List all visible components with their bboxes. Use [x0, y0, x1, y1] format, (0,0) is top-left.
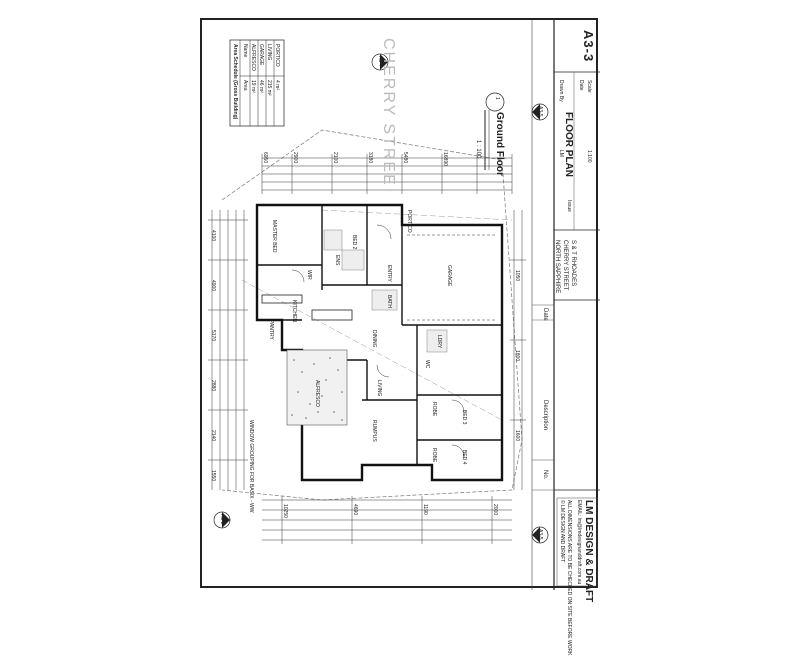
room-label: RUMPUS [371, 420, 377, 442]
dim-bottom: 2000 [492, 504, 498, 516]
room-label: BED 2 [351, 235, 357, 250]
issue-label: Issue [566, 200, 572, 212]
drawn-label: Drawn By [558, 80, 564, 102]
dim-left: 2140 [210, 430, 216, 442]
plan-title: Ground Floor [494, 112, 505, 176]
room-label: WC [424, 360, 430, 369]
area-schedule-row-area: 215 m² [266, 80, 272, 96]
room-label: DINING [371, 330, 377, 348]
dim-top: 3180 [367, 152, 373, 164]
room-label: LIVING [376, 380, 382, 397]
section-ref-1: A3-4 [377, 56, 383, 67]
room-label: PANTRY [268, 320, 274, 340]
sheet-number: A3-3 [581, 30, 596, 63]
section-ref-2: A3-5 [537, 106, 543, 117]
room-label: WIR [306, 270, 312, 280]
area-schedule-row-area: 19 m² [250, 80, 256, 93]
alfresco-texture [291, 357, 343, 421]
site-suburb: NORTH SAPPHIRE [554, 240, 560, 294]
section-ref-4: A3-5 [537, 529, 543, 540]
room-label: ALFRESCO [314, 380, 320, 407]
dim-top: 5480 [402, 152, 408, 164]
dim-left: 4100 [210, 230, 216, 242]
dim-left: 1550 [210, 470, 216, 482]
room-label: BED 3 [461, 410, 467, 425]
revision-col-description: Description [542, 400, 548, 431]
dim-bottom: 4690 [352, 504, 358, 516]
room-label: BED 4 [461, 450, 467, 465]
room-label: ENS [334, 255, 340, 266]
company-email: EMAIL: lm@lmdesignanddraft.com.au [576, 500, 582, 585]
plan-title-number: 1 [494, 97, 500, 100]
site-street: CHERRY STREET [562, 240, 568, 291]
dim-right: 1050 [514, 270, 520, 282]
dim-top: 2900 [292, 152, 298, 164]
room-label: LDRY [436, 335, 442, 349]
dim-left: 5170 [210, 330, 216, 342]
area-schedule-row-name: ALFRESCO [250, 44, 256, 71]
room-label: ENTRY [386, 265, 392, 282]
dim-bottom: 10250 [282, 504, 288, 518]
floor-plan-drawing [208, 20, 600, 590]
scale-label: Scale [586, 80, 592, 93]
window-note: WINDOW GROUPING FOR BASIX - WW [248, 420, 254, 513]
area-schedule-row-name: GARAGE [258, 44, 264, 66]
company-note: ALL DIMENSIONS ARE TO BE CHECKED ON SITE… [566, 500, 572, 656]
room-label: BATH [386, 295, 392, 308]
room-label: ROBE [431, 402, 437, 417]
dim-bottom: 1190 [422, 504, 428, 515]
plan-scale: 1 : 100 [475, 140, 481, 159]
area-schedule-row-area: 46 m² [258, 80, 264, 93]
client-name: S & T RHOADES [570, 240, 576, 287]
room-label: KITCHEN [291, 300, 297, 322]
room-label: MASTER BED [271, 220, 277, 253]
revision-col-date: Date [542, 308, 548, 321]
drawing-title: FLOOR PLAN [563, 112, 574, 177]
dim-right: 1800 [514, 350, 520, 362]
room-label: GARAGE [446, 265, 452, 287]
area-schedule-row-name: LIVING [266, 44, 272, 61]
area-schedule-header-area: Area [242, 80, 248, 91]
dim-right: 1600 [514, 430, 520, 442]
scale-value: 1:100 [586, 150, 592, 163]
drawn-value: LM [558, 150, 564, 157]
date-label: Date [578, 80, 584, 91]
room-label: PORTICO [406, 210, 412, 233]
dim-top: 6950 [262, 152, 268, 164]
dim-left: 4900 [210, 280, 216, 292]
room-label: ROBE [431, 448, 437, 463]
drawing-sheet: CHERRY STREE Ground Floor 1 1 : 100 A3-4… [200, 18, 600, 656]
area-schedule-header-name: Name [242, 44, 248, 58]
section-ref-3: A3-2 [219, 514, 225, 525]
company-copyright: © LM DESIGN AND DRAFT [559, 500, 565, 563]
dim-top: 16890 [442, 152, 448, 166]
company-name: LM DESIGN & DRAFT [583, 500, 594, 603]
revision-col-no: No. [542, 470, 548, 480]
dim-left: 2880 [210, 380, 216, 392]
area-schedule-title: Area Schedule (Gross Building) [232, 44, 238, 120]
area-schedule-row-area: 4 m² [274, 80, 280, 90]
area-schedule-row-name: PORTICO [274, 44, 280, 67]
dim-top: 2100 [332, 152, 338, 164]
